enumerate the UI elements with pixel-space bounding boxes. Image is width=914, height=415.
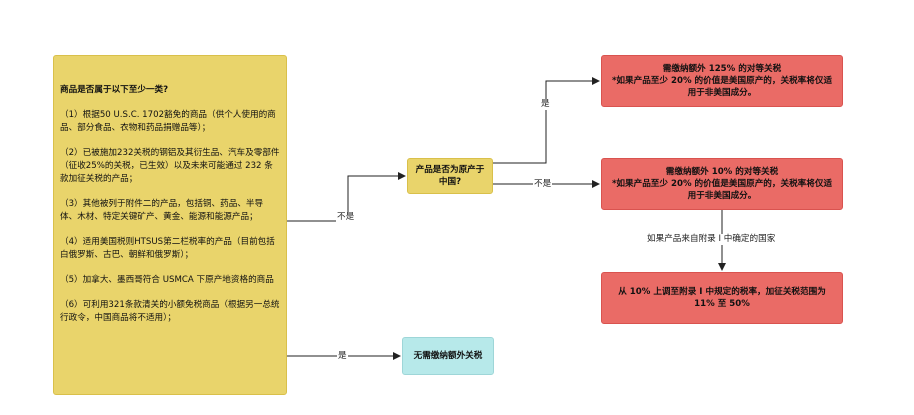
conditions-box: 商品是否属于以下至少一类? （1）根据50 U.S.C. 1702豁免的商品（供…: [53, 55, 287, 395]
edge-conditions-to-origin: [287, 172, 406, 222]
condition-item: （5）加拿大、墨西哥符合 USMCA 下原产地资格的商品: [60, 275, 274, 285]
condition-item: （4）适用美国税则HTSUS第二栏税率的产品（目前包括白俄罗斯、古巴、朝鲜和俄罗…: [60, 237, 275, 260]
origin-question-box: 产品是否为原产于中国?: [407, 158, 493, 194]
no-tariff-text: 无需缴纳额外关税: [413, 351, 483, 361]
edge-origin-to-125: [493, 77, 600, 164]
edge-label-conditions-no: 不是: [336, 212, 356, 223]
tariff-10-box: 需缴纳额外 10% 的对等关税 *如果产品至少 20% 的价值是美国原产的，关税…: [601, 158, 843, 210]
tariff-range-text: 从 10% 上调至附录 I 中规定的税率，加征关税范围为 11% 至 50%: [618, 287, 826, 309]
condition-item: （6）可利用321条款清关的小额免税商品（根据另一总统行政令，中国商品将不适用）…: [60, 300, 280, 323]
edge-label-annex: 如果产品来自附录 I 中确定的国家: [646, 234, 777, 245]
edge-label-conditions-yes: 是: [337, 351, 348, 362]
tariff-10-text: 需缴纳额外 10% 的对等关税 *如果产品至少 20% 的价值是美国原产的，关税…: [611, 167, 833, 201]
tariff-range-box: 从 10% 上调至附录 I 中规定的税率，加征关税范围为 11% 至 50%: [601, 272, 843, 324]
conditions-question: 商品是否属于以下至少一类?: [60, 85, 169, 95]
tariff-125-box: 需缴纳额外 125% 的对等关税 *如果产品至少 20% 的价值是美国原产的，关…: [601, 55, 843, 107]
edge-label-origin-yes: 是: [540, 99, 551, 110]
condition-item: （1）根据50 U.S.C. 1702豁免的商品（供个人使用的商品、部分食品、衣…: [60, 110, 276, 133]
condition-item: （3）其他被列于附件二的产品，包括铜、药品、半导体、木材、特定关键矿产、黄金、能…: [60, 199, 264, 222]
edge-label-origin-no: 不是: [533, 179, 553, 190]
tariff-125-text: 需缴纳额外 125% 的对等关税 *如果产品至少 20% 的价值是美国原产的，关…: [611, 64, 833, 98]
condition-item: （2）已被施加232关税的钢铝及其衍生品、汽车及零部件（征收25%的关税，已生效…: [60, 148, 280, 184]
origin-question-text: 产品是否为原产于中国?: [415, 165, 485, 187]
no-tariff-box: 无需缴纳额外关税: [402, 337, 494, 375]
